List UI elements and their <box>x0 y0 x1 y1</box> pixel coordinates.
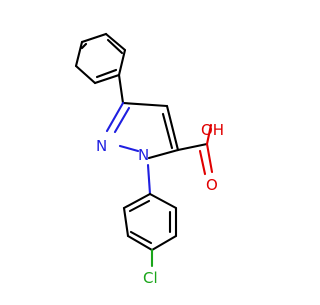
molecule-diagram: N N OH O Cl <box>74 32 224 287</box>
structure-canvas: N N OH O Cl <box>74 32 224 287</box>
pyrazole-bond <box>121 101 169 108</box>
c-n-double-bond <box>105 101 125 133</box>
c-o-double-bond <box>205 142 214 174</box>
aryl-bond <box>122 192 152 210</box>
aryl-bond <box>126 234 154 252</box>
phenyl-ring <box>74 32 127 85</box>
phenyl-bond <box>74 64 97 85</box>
aryl-inner-bond <box>129 230 153 245</box>
atom-label-oh: OH <box>201 121 224 139</box>
phenyl-inner-bond <box>80 42 88 50</box>
c-oh-bond <box>205 123 213 146</box>
phenyl-inner-bond <box>106 38 124 55</box>
c-n-double-bond-inner <box>113 106 131 134</box>
phenyl-inner-bond <box>95 68 118 79</box>
n-n-bond <box>118 144 140 153</box>
n-aryl-bond <box>146 163 152 196</box>
phenyl-bond <box>104 32 127 52</box>
phenyl-pyrazole-bond <box>117 73 125 105</box>
pyrazole-bond <box>165 104 180 152</box>
atom-label-n2: N <box>96 137 107 155</box>
carboxyl-group <box>176 123 214 176</box>
pyrazole-inner-bond <box>161 112 174 150</box>
phenyl-bond <box>74 40 84 68</box>
chlorophenyl-ring <box>122 192 178 252</box>
atom-label-n1: N <box>138 146 149 164</box>
pyrazole-ring <box>105 101 180 160</box>
c-cooh-bond <box>176 142 209 152</box>
aryl-inner-bond <box>128 199 151 213</box>
aryl-bond <box>122 206 130 238</box>
phenyl-bond <box>80 32 108 44</box>
pyrazole-bond <box>147 148 180 160</box>
atom-label-o: O <box>206 176 218 194</box>
phenyl-bond <box>93 73 121 85</box>
aryl-bond <box>150 234 178 252</box>
phenyl-bond <box>117 48 127 77</box>
aryl-bond <box>148 192 178 210</box>
c-o-double-bond-inner <box>198 149 207 176</box>
atom-label-cl: Cl <box>143 269 158 287</box>
